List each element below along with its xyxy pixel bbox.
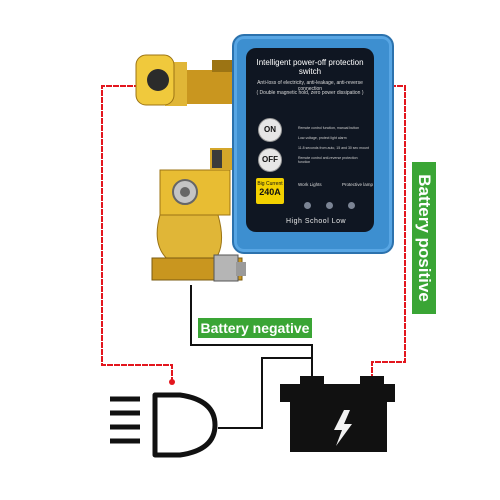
mode-labels: High School Low (286, 218, 347, 225)
mode-led (304, 202, 311, 209)
switch-subtitle: Anti-loss of electricity, anti-leakage, … (257, 80, 363, 92)
off-button[interactable]: OFF (258, 148, 282, 172)
switch-title: Intelligent power-off protection switch (256, 58, 364, 76)
rating-value: 240A (259, 187, 281, 197)
battery-positive-label: Battery positive (415, 174, 434, 302)
red-connection-dot (169, 379, 175, 385)
battery-icon (280, 376, 395, 452)
on-button[interactable]: ON (258, 118, 282, 142)
current-rating-badge: Big Current 240A (256, 178, 284, 204)
lightning-icon (334, 410, 352, 446)
switch-panel: Intelligent power-off protection switch … (246, 48, 374, 232)
protective-lamp-label: Protective lamp (342, 182, 374, 187)
battery-positive-label-box: Battery positive (412, 162, 436, 314)
mode-led (348, 202, 355, 209)
battery-clamp (151, 148, 246, 282)
positive-red-wire (371, 85, 406, 380)
feature-item: Remote control function, manual button (298, 126, 360, 130)
mode-led (326, 202, 333, 209)
headlight-black-wire (218, 357, 313, 429)
switch-subtitle-note: ( Double magnetic hold, zero power dissi… (256, 90, 364, 96)
work-lights-label: Work Lights (298, 182, 322, 187)
feature-item: Remote control anti-reverse protection f… (298, 156, 358, 164)
battery-terminal-top (135, 54, 232, 106)
battery-negative-label: Battery negative (198, 318, 312, 338)
feature-item: 11.8 seconds from auto, 15 and 30 sec mo… (298, 146, 369, 150)
feature-item: Low-voltage, protect light alarm (298, 136, 347, 140)
headlight-icon (110, 392, 218, 458)
headlight-red-wire (101, 85, 173, 382)
rating-caption: Big Current (257, 181, 283, 187)
